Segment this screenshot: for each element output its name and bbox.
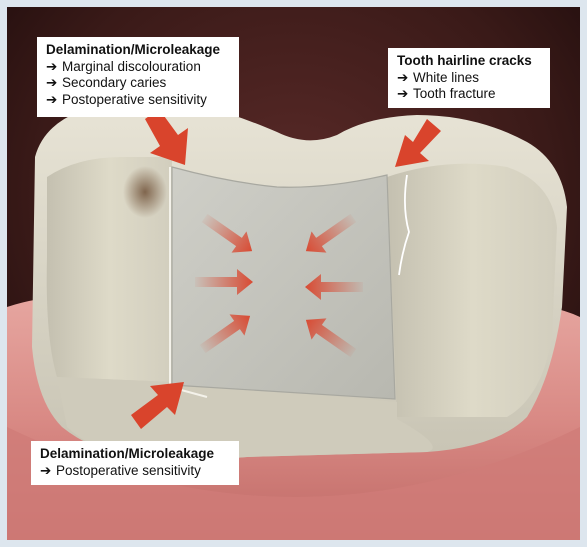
arrow-bullet-icon: ➔ bbox=[46, 92, 62, 109]
annotation-item: ➔Postoperative sensitivity bbox=[46, 92, 231, 109]
annotation-bottom-left: Delamination/Microleakage ➔Postoperative… bbox=[31, 441, 239, 485]
annotation-item-text: Postoperative sensitivity bbox=[56, 463, 201, 478]
annotation-item-text: Secondary caries bbox=[62, 75, 166, 90]
annotation-item-text: Postoperative sensitivity bbox=[62, 92, 207, 107]
arrow-bullet-icon: ➔ bbox=[397, 86, 413, 103]
annotation-item-text: White lines bbox=[413, 70, 479, 85]
annotation-title: Tooth hairline cracks bbox=[397, 53, 542, 70]
marginal-stain bbox=[123, 166, 167, 218]
arrow-bullet-icon: ➔ bbox=[40, 463, 56, 480]
annotation-item-text: Tooth fracture bbox=[413, 86, 496, 101]
annotation-top-left: Delamination/Microleakage ➔Marginal disc… bbox=[37, 37, 239, 117]
arrow-bullet-icon: ➔ bbox=[397, 70, 413, 87]
annotation-item: ➔Marginal discolouration bbox=[46, 59, 231, 76]
annotation-title: Delamination/Microleakage bbox=[40, 446, 231, 463]
tooth-cut-face-right bbox=[387, 164, 557, 417]
arrow-bullet-icon: ➔ bbox=[46, 75, 62, 92]
annotation-item: ➔White lines bbox=[397, 70, 542, 87]
annotation-top-right: Tooth hairline cracks ➔White lines ➔Toot… bbox=[388, 48, 550, 108]
annotation-item: ➔Postoperative sensitivity bbox=[40, 463, 231, 480]
annotation-title: Delamination/Microleakage bbox=[46, 42, 231, 59]
annotation-item: ➔Tooth fracture bbox=[397, 86, 542, 103]
arrow-bullet-icon: ➔ bbox=[46, 59, 62, 76]
annotation-item-text: Marginal discolouration bbox=[62, 59, 201, 74]
annotation-item: ➔Secondary caries bbox=[46, 75, 231, 92]
